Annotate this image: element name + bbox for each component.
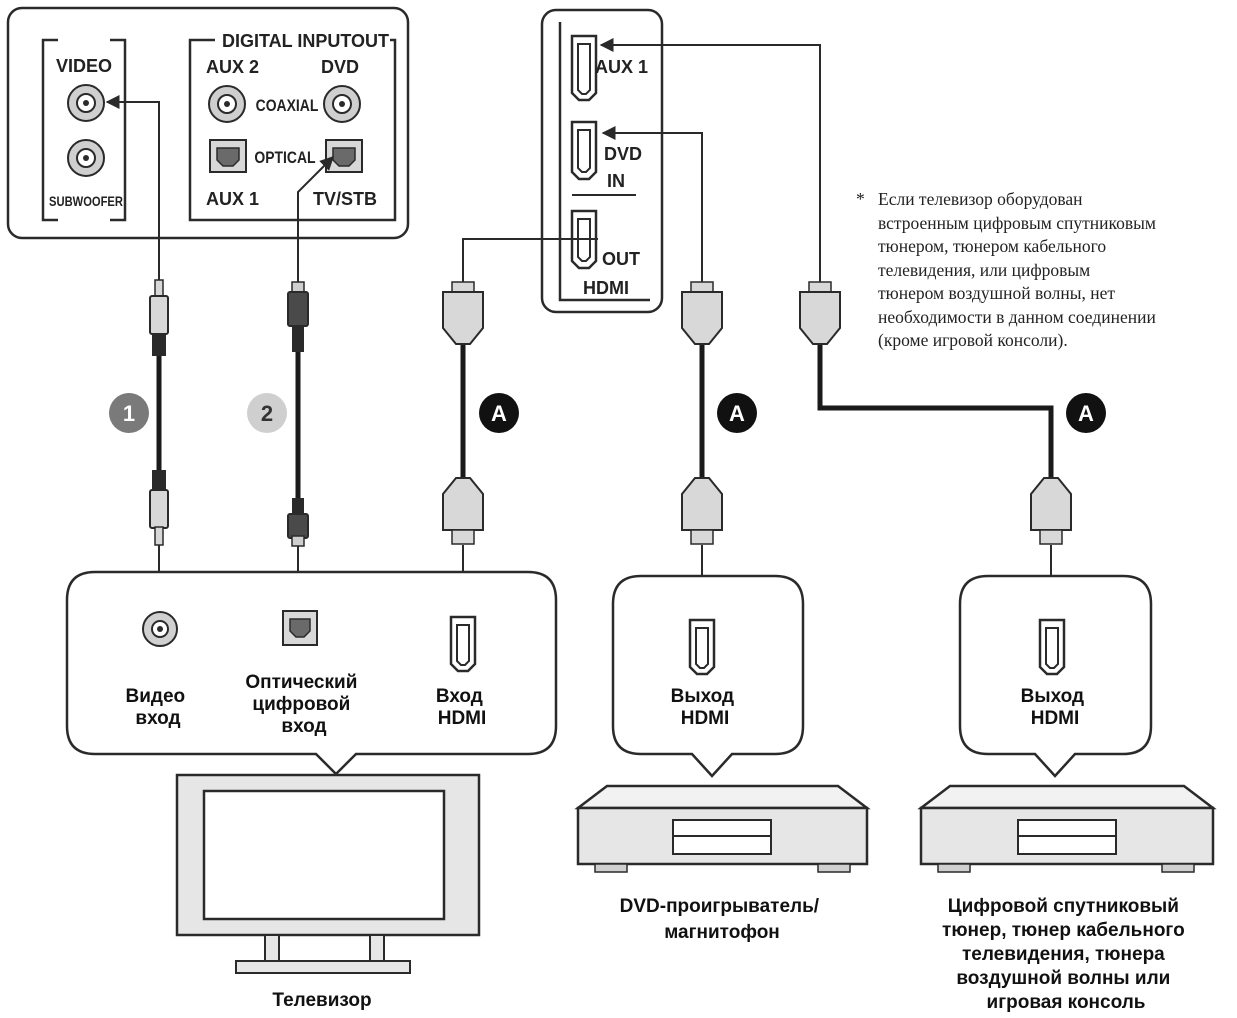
hdmi-plug-tuner-bottom-icon bbox=[1030, 477, 1072, 545]
footnote-star: * bbox=[856, 189, 865, 209]
optical-tvstb-jack bbox=[325, 139, 363, 173]
tv-caption: Телевизор bbox=[272, 990, 371, 1011]
tv-hdmi-port-icon bbox=[449, 615, 477, 673]
marker-a-tv: A bbox=[479, 393, 519, 433]
digital-bracket bbox=[188, 38, 397, 222]
tv-video-in-label: Видео вход bbox=[126, 686, 191, 729]
rca-plug-bottom-icon bbox=[149, 470, 169, 546]
marker-a-dvd: A bbox=[717, 393, 757, 433]
optical-plug-top-icon bbox=[287, 281, 309, 352]
marker-a-tuner: A bbox=[1066, 393, 1106, 433]
tvstb-label: TV/STB bbox=[313, 189, 377, 209]
video-label: VIDEO bbox=[56, 56, 112, 76]
hdmi-panel-title: HDMI bbox=[583, 278, 629, 298]
optical-aux1-jack bbox=[209, 139, 247, 173]
subwoofer-jack bbox=[67, 139, 105, 177]
marker-a-tuner-text: A bbox=[1078, 401, 1094, 426]
rca-plug-top-icon bbox=[149, 279, 169, 356]
footnote-line: тюнером, тюнером кабельного bbox=[878, 236, 1107, 256]
marker-2: 2 bbox=[247, 393, 287, 433]
marker-1-text: 1 bbox=[123, 401, 135, 426]
hdmi-dvd-port-icon bbox=[570, 120, 598, 181]
dvd-label: DVD bbox=[321, 57, 359, 77]
footnote-line: необходимости в данном соединении bbox=[878, 306, 1156, 327]
hdmi-plug-dvd-bottom-icon bbox=[681, 477, 723, 545]
optical-label: OPTICAL bbox=[254, 149, 316, 168]
dvd-hdmi-port-icon bbox=[688, 618, 716, 676]
dvd-hdmi-out-label: Выход HDMI bbox=[671, 686, 740, 729]
footnote-line: встроенным цифровым спутниковым bbox=[878, 212, 1156, 233]
tv-callout-box: Видео вход Оптический цифровой вход Вход… bbox=[65, 570, 558, 776]
subwoofer-label: SUBWOOFER bbox=[49, 194, 123, 209]
footnote-line: Если телевизор оборудован bbox=[878, 189, 1083, 209]
hdmi-in-label: IN bbox=[607, 171, 625, 191]
television-icon bbox=[175, 773, 481, 974]
footnote: * Если телевизор оборудован встроенным ц… bbox=[856, 188, 1236, 353]
aux2-label: AUX 2 bbox=[206, 57, 259, 77]
hdmi-plug-dvd-top-icon bbox=[681, 281, 723, 345]
hdmi-dvd-label: DVD bbox=[604, 144, 642, 164]
tuner-caption: Цифровой спутниковый тюнер, тюнер кабель… bbox=[942, 896, 1190, 1013]
tv-hdmi-in-label: Вход HDMI bbox=[436, 686, 488, 729]
digital-group-title: DIGITAL INPUTOUT bbox=[222, 31, 389, 51]
video-bracket bbox=[41, 38, 127, 222]
marker-a-dvd-text: A bbox=[729, 401, 745, 426]
marker-2-text: 2 bbox=[261, 401, 273, 426]
tuner-callout-box: Выход HDMI bbox=[958, 574, 1153, 778]
coaxial-label: COAXIAL bbox=[256, 97, 319, 116]
hdmi-aux1-port-icon bbox=[570, 34, 598, 102]
hdmi-panel: AUX 1 DVD IN OUT HDMI bbox=[540, 8, 664, 314]
optical-plug-bottom-icon bbox=[287, 498, 309, 547]
hdmi-plug-tuner-top-icon bbox=[799, 281, 841, 345]
video-jack bbox=[67, 84, 105, 122]
footnote-line: телевидения, или цифровым bbox=[878, 259, 1091, 280]
thick-cables bbox=[156, 345, 1054, 500]
footnote-line: тюнером воздушной волны, нет bbox=[878, 283, 1115, 303]
marker-a-tv-text: A bbox=[491, 401, 507, 426]
tv-video-jack bbox=[142, 611, 178, 647]
coaxial-dvd-jack bbox=[323, 85, 361, 123]
dvd-callout-box: Выход HDMI bbox=[611, 574, 805, 778]
aux1-label: AUX 1 bbox=[206, 189, 259, 209]
hdmi-plug-tv-bottom-icon bbox=[442, 477, 484, 545]
marker-1: 1 bbox=[109, 393, 149, 433]
coaxial-aux2-jack bbox=[208, 85, 246, 123]
tuner-hdmi-port-icon bbox=[1038, 618, 1066, 676]
hdmi-out-label: OUT bbox=[602, 249, 640, 269]
tuner-device-icon bbox=[917, 784, 1217, 873]
tv-optical-jack bbox=[282, 610, 318, 646]
hdmi-plug-tv-top-icon bbox=[442, 281, 484, 345]
dvd-player-icon bbox=[574, 784, 871, 873]
tuner-hdmi-out-label: Выход HDMI bbox=[1021, 686, 1090, 729]
footnote-line: (кроме игровой консоли). bbox=[878, 330, 1068, 350]
tv-optical-in-label: Оптический цифровой вход bbox=[245, 672, 362, 737]
receiver-rear-panel: VIDEO SUBWOOFER DIGITAL INPUTOUT AUX 2 D… bbox=[6, 6, 410, 240]
dvd-caption: DVD-проигрыватель/ магнитофон bbox=[620, 896, 825, 943]
hdmi-aux1-label: AUX 1 bbox=[595, 57, 648, 77]
